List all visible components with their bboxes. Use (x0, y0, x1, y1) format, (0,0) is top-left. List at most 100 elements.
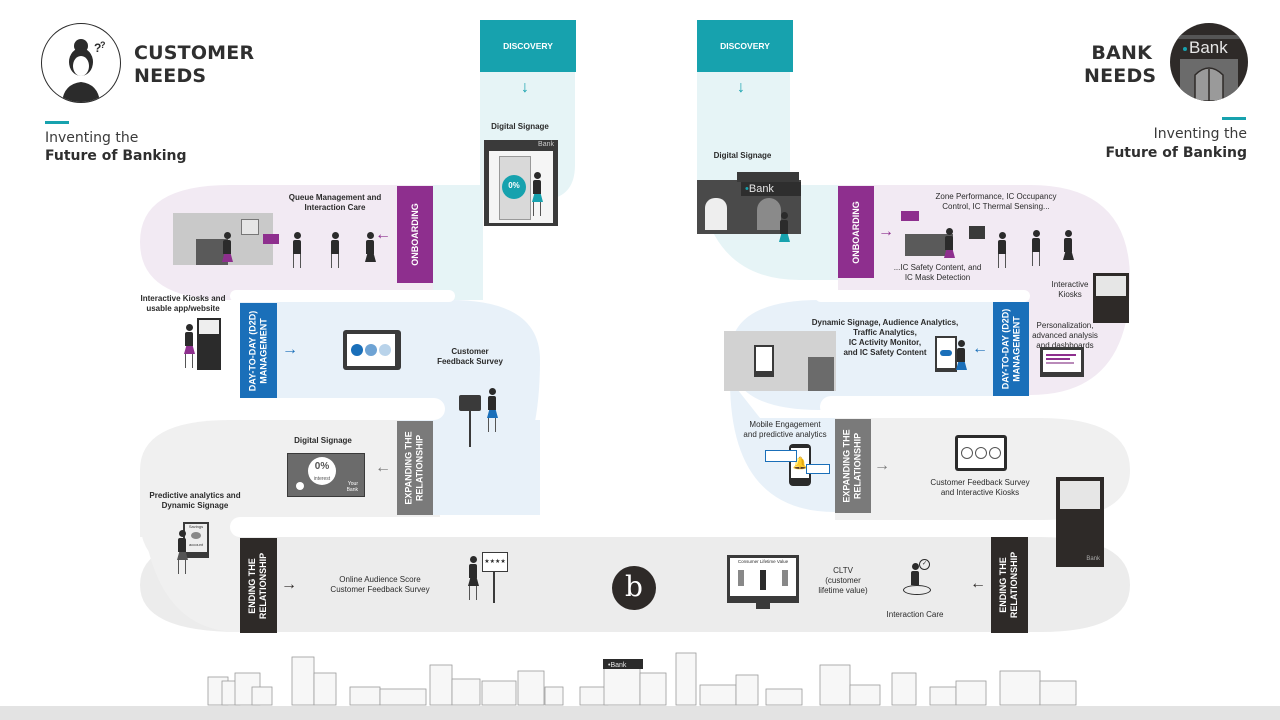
person-figure (532, 172, 543, 216)
brand-logo: b (612, 566, 656, 610)
label-line: Customer (451, 347, 489, 356)
happy-face-icon[interactable] (961, 447, 973, 459)
label-line: Kiosks (1058, 290, 1082, 299)
svg-text:?: ? (94, 41, 101, 55)
stand-pole (493, 571, 495, 603)
branch-interior-scene (724, 331, 836, 391)
savings-sign: Savings account (183, 522, 209, 558)
label-line: Customer Feedback Survey (330, 585, 430, 594)
svg-text:?: ? (100, 40, 106, 50)
accent-bar (45, 121, 69, 124)
label-line: and IC Safety Content (843, 348, 927, 357)
person-figure (956, 340, 967, 370)
neutral-face-icon[interactable] (975, 447, 987, 459)
arrow-right-icon: → (281, 576, 297, 593)
ground-strip (0, 706, 1280, 720)
notification-bubble (765, 450, 797, 462)
signage-kiosk (935, 336, 957, 372)
survey-stand (459, 395, 481, 411)
kiosk-device (197, 318, 221, 370)
item-label: Digital Signage (713, 151, 772, 160)
label-line: CLTV (833, 566, 853, 575)
arrow-left-icon: ← (970, 575, 986, 592)
label-line: Interactive Kiosks and (140, 294, 226, 303)
label-line: usable app/website (146, 304, 220, 313)
bank-counter (905, 234, 953, 256)
subtitle-line2: Future of Banking (45, 148, 187, 164)
thermal-camera (969, 226, 985, 239)
person-figure (365, 232, 376, 262)
label-line: and predictive analytics (743, 430, 827, 439)
customer-feedback-label: Customer Feedback Survey (430, 347, 510, 367)
customer-onboarding-stage[interactable]: ONBOARDING (397, 186, 433, 283)
feedback-tablet (955, 435, 1007, 471)
arrow-down-icon: ↓ (521, 79, 529, 96)
bank-text: Bank (538, 141, 554, 148)
stage-label: ENDING THE (998, 557, 1009, 613)
title-line: NEEDS (1084, 65, 1157, 87)
stage-label: DISCOVERY (720, 41, 770, 51)
arrow-down-icon: ↓ (737, 79, 745, 96)
person-figure (944, 228, 955, 258)
sad-face-icon[interactable] (989, 447, 1001, 459)
subtitle-line1: Inventing the (1153, 126, 1247, 142)
bank-text: Bank (748, 183, 774, 195)
interaction-care-icon: ✓ (903, 559, 931, 595)
label-line: Personalization, (1036, 321, 1094, 330)
title-line: CUSTOMER (134, 42, 255, 64)
interest-signage: 0% interest Your Bank (287, 453, 365, 497)
neutral-face-icon[interactable] (365, 344, 377, 356)
arrow-left-icon: ← (375, 459, 391, 476)
offer-text: 0% (314, 461, 330, 472)
person-figure (330, 232, 340, 268)
stage-label: EXPANDING THE (404, 431, 414, 505)
label-line: ...IC Safety Content, and (893, 263, 982, 272)
tall-kiosk: Bank (1056, 477, 1104, 567)
customer-avatar: ? ? (41, 23, 121, 103)
label-line: Dynamic Signage (161, 501, 229, 510)
title-line: NEEDS (134, 65, 207, 87)
stand-pole (469, 411, 471, 447)
person-figure (184, 324, 195, 368)
person-figure (177, 530, 188, 574)
customer-d2d-stage[interactable]: DAY-TO-DAY (D2D)MANAGEMENT (240, 303, 277, 398)
city-skyline: •Bank (207, 652, 1077, 706)
sign-text: Savings (188, 524, 204, 529)
ic-safety-label: ...IC Safety Content, and IC Mask Detect… (890, 263, 985, 283)
bank-d2d-stage[interactable]: DAY-TO-DAY (D2D)MANAGEMENT (993, 302, 1029, 396)
label-line: Queue Management and (288, 193, 382, 202)
label-line: IC Activity Monitor, (848, 338, 922, 347)
queue-management-label: Queue Management and Interaction Care (280, 193, 390, 213)
interaction-care-label: Interaction Care (886, 610, 944, 619)
interactive-kiosks-label: Interactive Kiosks (1045, 280, 1095, 300)
label-line: Feedback Survey (437, 357, 503, 366)
stage-label: RELATIONSHIP (1009, 551, 1020, 619)
subtitle-line1: Inventing the (45, 130, 139, 146)
customer-discovery-stage[interactable]: DISCOVERY (480, 20, 576, 72)
check-icon: ✓ (919, 559, 930, 570)
offer-bubble: 0% (502, 175, 526, 199)
cltv-chart-title: Consumer Lifetime Value (737, 559, 789, 564)
person-figure (1063, 230, 1074, 260)
queue-sign (263, 234, 279, 244)
person-figure (292, 232, 302, 268)
arrow-right-icon: → (878, 223, 894, 240)
person-figure (468, 556, 479, 600)
bank-discovery-stage[interactable]: DISCOVERY (697, 20, 793, 72)
bank-onboarding-stage[interactable]: ONBOARDING (838, 186, 874, 278)
label-line: Zone Performance, IC Occupancy (935, 192, 1057, 201)
label-line: Control, IC Thermal Sensing... (942, 202, 1050, 211)
label-line: Interaction Care (304, 203, 366, 212)
bank-building-icon (1170, 35, 1248, 101)
happy-face-icon[interactable] (351, 344, 363, 356)
sad-face-icon[interactable] (379, 344, 391, 356)
notification-bubble (806, 464, 830, 474)
arrow-left-icon: ← (375, 226, 391, 243)
stage-label: ENDING THE (247, 557, 258, 614)
arrow-left-icon: ← (972, 340, 988, 357)
mobile-engagement-label: Mobile Engagement and predictive analyti… (735, 420, 835, 440)
